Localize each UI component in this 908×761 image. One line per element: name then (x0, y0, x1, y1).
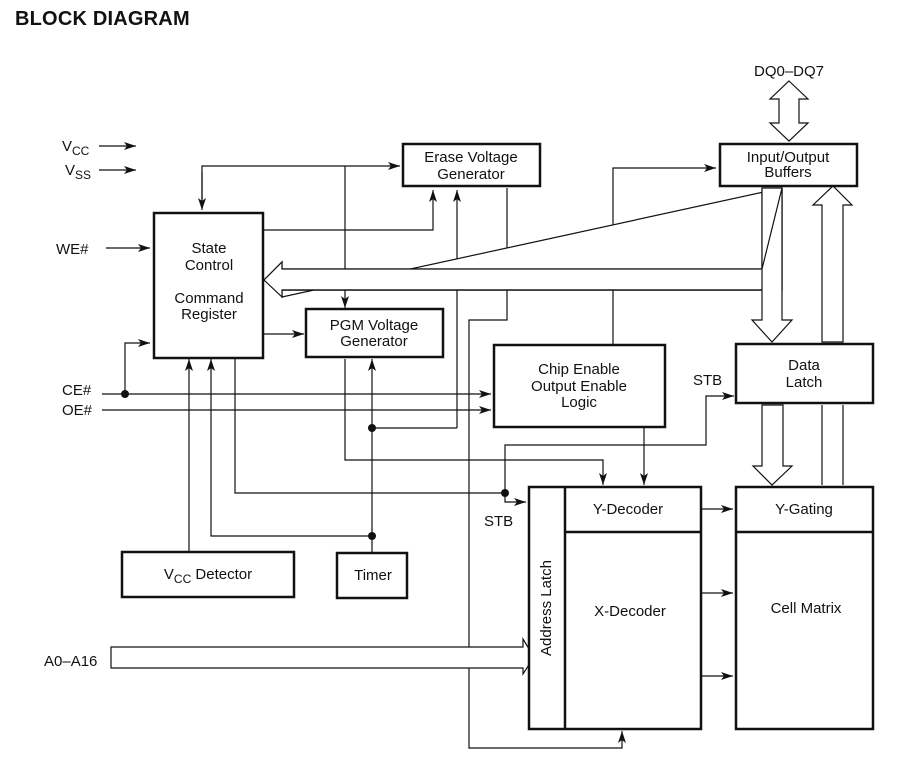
vcc-detector: VCC Detector (120, 550, 296, 599)
svg-text:Buffers: Buffers (764, 164, 811, 181)
svg-text:STB: STB (693, 372, 722, 389)
svg-text:Data: Data (788, 357, 820, 374)
pgm-voltage-generator: PGM Voltage Generator (304, 307, 445, 359)
dq-label: DQ0–DQ7 (754, 63, 824, 80)
y-gating: Y-Gating (734, 485, 875, 731)
address-bus-arrow (110, 636, 535, 677)
latch-to-ygating-bus (751, 404, 794, 486)
svg-text:Generator: Generator (340, 333, 408, 350)
oe-label: OE# (62, 402, 93, 419)
cell-matrix: Cell Matrix (771, 600, 842, 617)
stb-label-data-latch: STB (693, 372, 722, 389)
svg-text:VCC: VCC (62, 138, 90, 158)
svg-text:PGM Voltage: PGM Voltage (330, 317, 418, 334)
svg-text:Y-Gating: Y-Gating (775, 501, 833, 518)
svg-text:Address Latch: Address Latch (538, 560, 555, 656)
svg-text:VCC Detector: VCC Detector (164, 566, 252, 586)
svg-text:STB: STB (484, 513, 513, 530)
y-decoder: Y-Decoder (565, 501, 701, 534)
input-output-buffers: Input/Output Buffers (718, 142, 859, 188)
stb-label-address-latch: STB (484, 513, 513, 530)
svg-text:DQ0–DQ7: DQ0–DQ7 (754, 63, 824, 80)
diagram-title: BLOCK DIAGRAM (15, 8, 190, 30)
vcc-input: VCC (62, 138, 136, 158)
data-latch: Data Latch (734, 342, 875, 405)
svg-text:Input/Output: Input/Output (747, 149, 830, 166)
we-label: WE# (56, 241, 89, 258)
svg-text:State: State (191, 240, 226, 257)
svg-text:X-Decoder: X-Decoder (594, 603, 666, 620)
svg-text:Command: Command (174, 290, 243, 307)
svg-text:Generator: Generator (437, 166, 505, 183)
svg-text:Output Enable: Output Enable (531, 378, 627, 395)
timer: Timer (335, 551, 409, 600)
svg-text:Logic: Logic (561, 394, 597, 411)
chip-enable-output-enable-logic: Chip Enable Output Enable Logic (492, 343, 667, 429)
latch-to-io-bus (811, 185, 854, 343)
svg-text:Cell Matrix: Cell Matrix (771, 600, 842, 617)
x-decoder: X-Decoder (594, 603, 666, 620)
ce-label: CE# (62, 382, 92, 399)
state-control-command-register: State Control Command Register (152, 211, 265, 360)
address-latch: Address Latch (527, 485, 703, 731)
io-to-latch-bus (750, 187, 794, 343)
svg-text:Timer: Timer (354, 567, 392, 584)
dq-bidirectional-bus (768, 80, 810, 142)
svg-text:Latch: Latch (786, 374, 823, 391)
svg-text:Chip Enable: Chip Enable (538, 361, 620, 378)
erase-voltage-generator: Erase Voltage Generator (401, 142, 542, 188)
svg-text:Control: Control (185, 257, 233, 274)
svg-text:Register: Register (181, 306, 237, 323)
svg-text:VSS: VSS (65, 162, 91, 182)
svg-text:Erase Voltage: Erase Voltage (424, 149, 517, 166)
vss-input: VSS (65, 162, 136, 182)
svg-text:Y-Decoder: Y-Decoder (593, 501, 663, 518)
wires (102, 162, 734, 749)
address-bus-label: A0–A16 (44, 653, 97, 670)
